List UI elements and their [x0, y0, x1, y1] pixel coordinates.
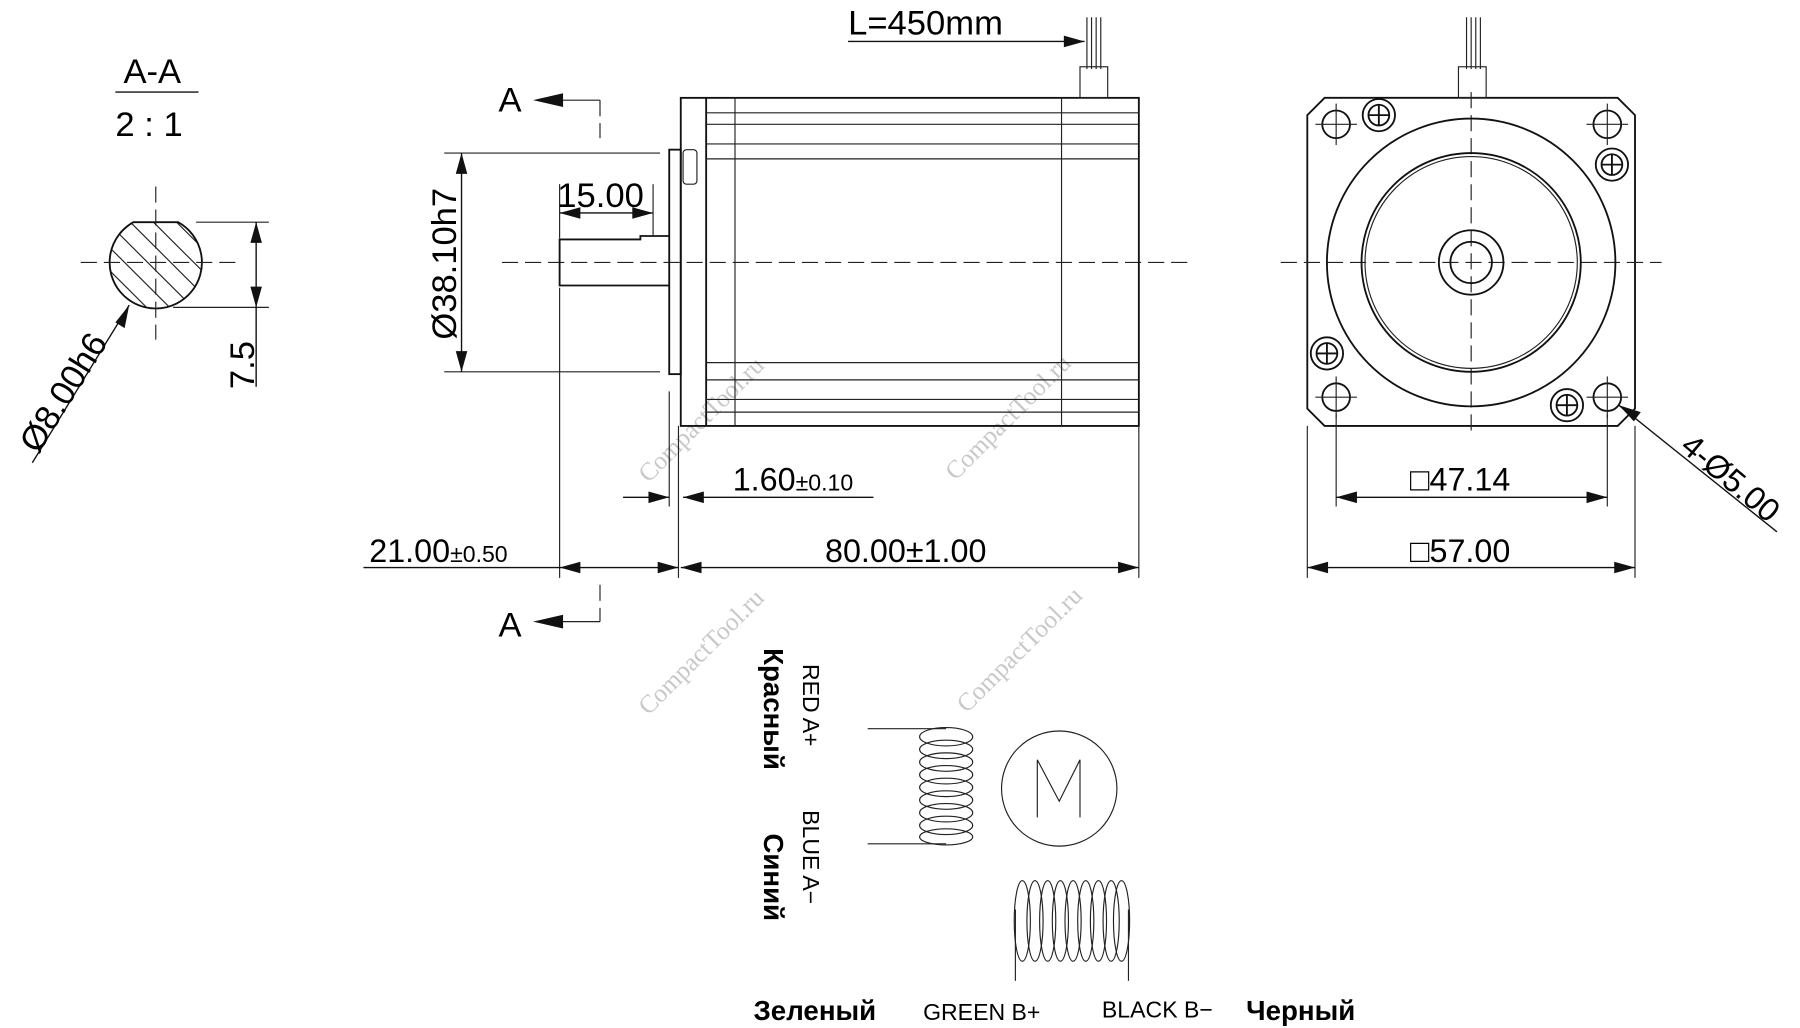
blue-label-ru: Синий — [758, 833, 789, 921]
green-label-ru: Зеленый — [753, 995, 876, 1026]
blue-label-en: BLUE A− — [798, 810, 824, 904]
watermark: CompactTool.ru — [940, 349, 1077, 486]
section-scale: 2 : 1 — [115, 106, 182, 144]
flat-length: 15.00 — [557, 177, 644, 215]
motor-symbol — [1000, 730, 1118, 847]
flange-size: □57.00 — [1410, 533, 1510, 569]
section-marker-top: A — [498, 82, 521, 120]
watermark: CompactTool.ru — [951, 581, 1088, 718]
coil-a — [919, 726, 974, 846]
black-label-en: BLACK B− — [1102, 997, 1213, 1023]
green-label-en: GREEN B+ — [923, 999, 1040, 1025]
front-view: □47.14 □57.00 4-Ø5.00 — [1280, 17, 1787, 578]
section-marker-bottom: A — [498, 607, 521, 645]
black-label-ru: Черный — [1246, 995, 1355, 1026]
motor-m-glyph — [1036, 759, 1081, 818]
red-label-ru: Красный — [758, 648, 789, 770]
watermark: CompactTool.ru — [633, 584, 770, 721]
holes-callout: 4-Ø5.00 — [1674, 427, 1787, 529]
screws — [1309, 98, 1629, 423]
hole-spacing: □47.14 — [1410, 461, 1510, 497]
shaft-length: 21.00±0.50 — [369, 533, 507, 569]
coil-b — [1013, 880, 1131, 962]
shaft-section — [108, 221, 203, 310]
side-view: L=450mm Ø38.10h7 15.00 1.60±0.10 21.00±0… — [363, 5, 1195, 645]
shaft — [558, 235, 670, 287]
pilot-height: 1.60±0.10 — [733, 461, 853, 497]
red-label-en: RED A+ — [798, 664, 824, 747]
section-title: A-A — [123, 53, 181, 91]
cable — [1079, 17, 1109, 99]
section-view: A-A 2 : 1 7.5 Ø8.00h6 — [13, 53, 269, 464]
wiring-diagram: Красный Синий RED A+ BLUE A− Зеленый GRE… — [753, 648, 1355, 1026]
pilot-diameter: Ø38.10h7 — [426, 188, 464, 340]
cable-length: L=450mm — [848, 5, 1003, 43]
body-length: 80.00±1.00 — [825, 533, 986, 569]
flat-dimension: 7.5 — [224, 341, 262, 389]
shaft-diameter: Ø8.00h6 — [13, 327, 116, 459]
